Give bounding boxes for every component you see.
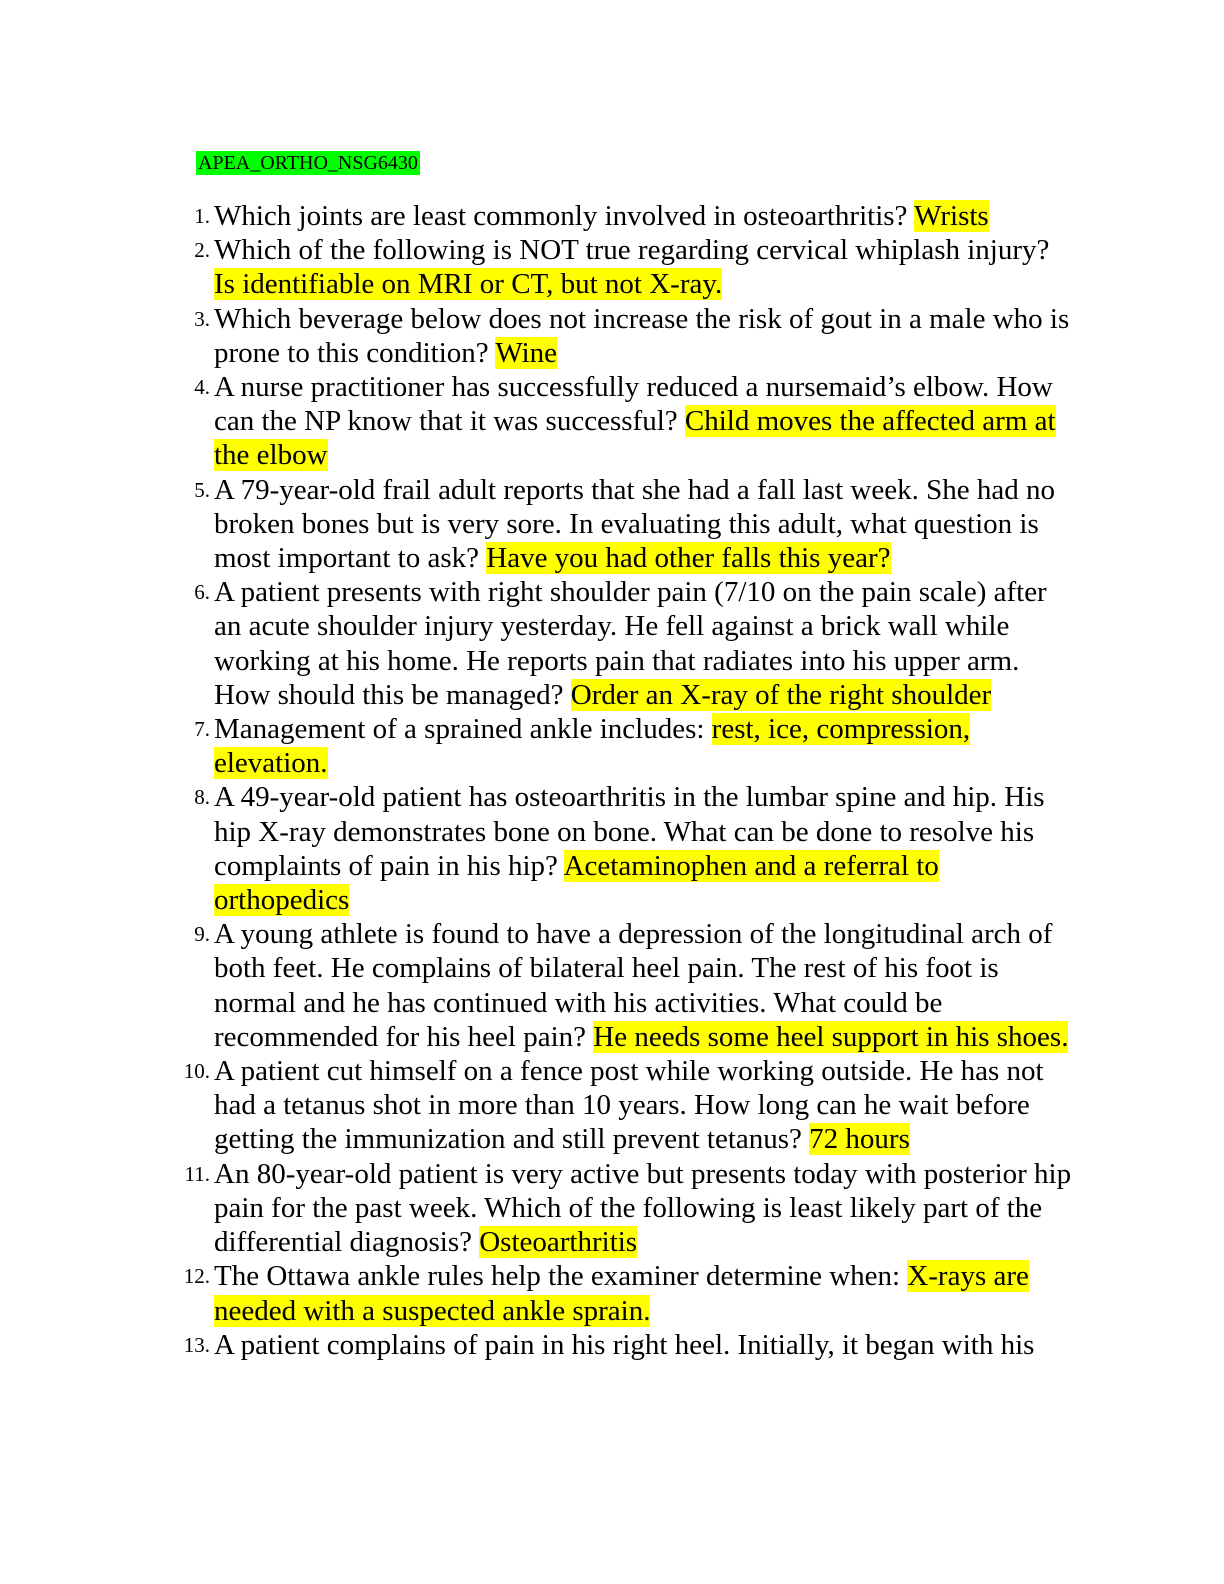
document-tag: APEA_ORTHO_NSG6430 [196,151,420,175]
question-text: A 49-year-old patient has osteoarthritis… [214,781,1045,882]
question-number: 12. [183,1264,210,1289]
answer-highlight: Is identifiable on MRI or CT, but not X-… [214,268,723,301]
answer-highlight: Wine [495,336,558,369]
question-text: A patient cut himself on a fence post wh… [214,1055,1044,1156]
question-item: 12.The Ottawa ankle rules help the exami… [170,1259,1075,1327]
answer-highlight: He needs some heel support in his shoes. [593,1020,1069,1053]
question-item: 9.A young athlete is found to have a dep… [170,917,1075,1054]
question-text: A nurse practitioner has successfully re… [214,371,1053,438]
question-text: Management of a sprained ankle includes: [214,713,712,746]
question-text: A patient complains of pain in his right… [214,1328,1035,1361]
question-item: 3.Which beverage below does not increase… [170,302,1075,370]
question-item: 1.Which joints are least commonly involv… [170,199,1075,233]
question-item: 11.An 80-year-old patient is very active… [170,1157,1075,1260]
question-text: A 79-year-old frail adult reports that s… [214,473,1055,575]
question-number: 10. [183,1059,210,1084]
question-item: 13.A patient complains of pain in his ri… [170,1328,1075,1362]
question-item: 8.A 49-year-old patient has osteoarthrit… [170,780,1075,917]
question-item: 7.Management of a sprained ankle include… [170,712,1075,780]
question-item: 4.A nurse practitioner has successfully … [170,370,1075,473]
answer-highlight: 72 hours [809,1123,910,1156]
question-number: 4. [194,375,210,400]
question-number: 5. [194,477,210,502]
question-text: Which of the following is NOT true regar… [214,234,1050,267]
question-item: 2.Which of the following is NOT true reg… [170,233,1075,301]
question-number: 8. [194,785,210,810]
answer-highlight: Osteoarthritis [479,1226,638,1259]
question-text: Which joints are least commonly involved… [214,200,915,232]
question-number: 6. [194,580,210,605]
answer-highlight: Order an X-ray of the right shoulder [570,678,992,711]
question-item: 6.A patient presents with right shoulder… [170,575,1075,712]
question-number: 9. [194,922,210,947]
question-text: A young athlete is found to have a depre… [214,918,1053,1053]
answer-highlight: Wrists [914,200,989,232]
question-item: 10.A patient cut himself on a fence post… [170,1054,1075,1157]
question-number: 11. [184,1161,210,1186]
question-number: 3. [194,306,210,331]
question-text: An 80-year-old patient is very active bu… [214,1157,1072,1259]
question-text: Which beverage below does not increase t… [214,302,1070,369]
question-item: 5.A 79-year-old frail adult reports that… [170,473,1075,576]
question-list: 1.Which joints are least commonly involv… [170,199,1075,1362]
question-number: 2. [194,238,210,263]
question-number: 13. [183,1332,210,1357]
question-text: A patient presents with right shoulder p… [214,576,1047,711]
question-text: The Ottawa ankle rules help the examiner… [214,1260,908,1293]
question-number: 7. [194,717,210,742]
answer-highlight: Have you had other falls this year? [486,542,891,575]
question-number: 1. [194,204,210,228]
